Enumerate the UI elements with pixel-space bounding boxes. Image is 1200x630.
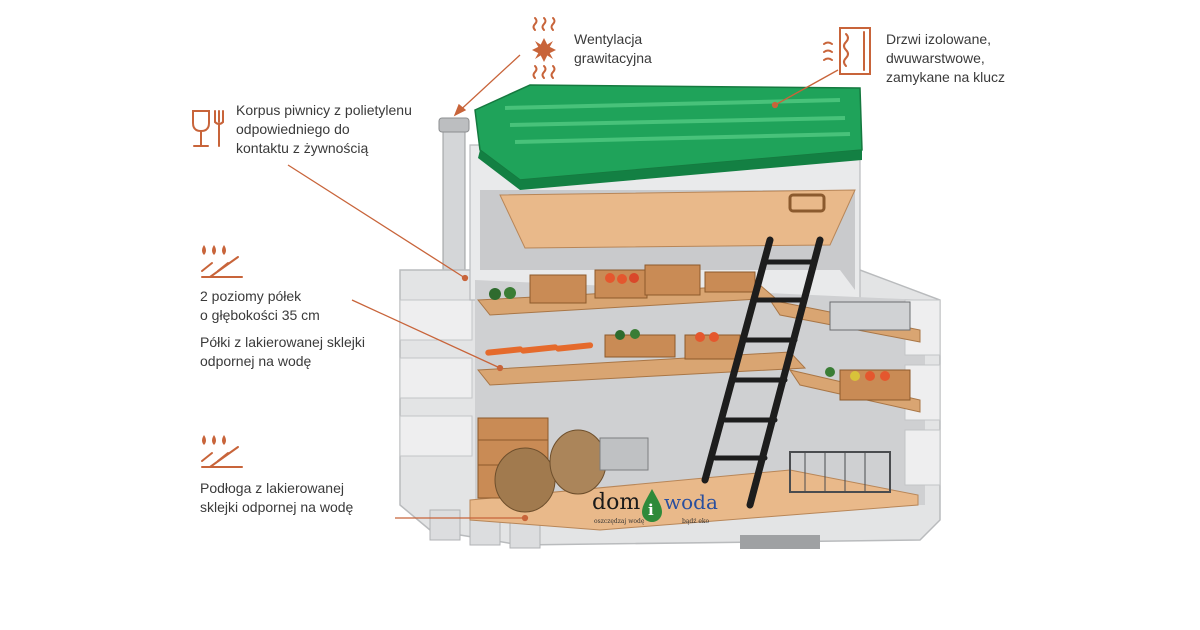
body-label-line: Korpus piwnicy z polietylenu xyxy=(236,102,412,118)
body-label: Korpus piwnicy z polietylenu odpowiednie… xyxy=(236,101,412,158)
shelves-levels-label: 2 poziomy półek o głębokości 35 cm xyxy=(200,287,320,325)
door-label-line: zamykane na klucz xyxy=(886,69,1006,85)
green-lid xyxy=(474,84,863,190)
body-label-line: odpowiedniego do xyxy=(236,121,350,137)
shelves-levels-label-line: o głębokości 35 cm xyxy=(200,307,320,323)
floor xyxy=(469,417,919,531)
insulated-door-icon xyxy=(823,27,871,75)
shelves-material-label: Półki z lakierowanej sklejki odpornej na… xyxy=(200,333,365,371)
logo-dom-text: dom xyxy=(592,490,641,515)
floor-label: Podłoga z lakierowanej sklejki odpornej … xyxy=(200,479,353,517)
domiwoda-logo: dom i woda oszczędzaj wodę bądź eko xyxy=(590,488,720,528)
callout-lines xyxy=(287,54,839,522)
lower-shelf xyxy=(477,329,807,386)
shelves-material-label-line: odpornej na wodę xyxy=(200,353,312,369)
food-safe-glass-fork-icon xyxy=(192,110,224,147)
logo-i-text: i xyxy=(648,501,654,519)
door-hatch xyxy=(499,189,856,249)
side-shelves xyxy=(768,299,921,413)
logo-tagline-right: bądź eko xyxy=(682,518,710,525)
floor-label-line: sklejki odpornej na wodę xyxy=(200,499,354,515)
fan-heat-icon xyxy=(532,17,556,79)
shelves-material-label-line: Półki z lakierowanej sklejki xyxy=(200,334,365,350)
water-drop-icon xyxy=(642,489,662,522)
body-label-line: kontaktu z żywnością xyxy=(236,140,369,156)
ventilation-label-line: Wentylacja xyxy=(574,31,643,47)
logo-tagline-left: oszczędzaj wodę xyxy=(594,518,645,525)
shelves-levels-label-line: 2 poziomy półek xyxy=(200,288,302,304)
ventilation-label-line: grawitacyjna xyxy=(574,50,652,66)
ventilation-label: Wentylacja grawitacyjna xyxy=(574,30,652,68)
door-label-line: Drzwi izolowane, xyxy=(886,31,992,47)
water-resistant-icon xyxy=(201,435,243,468)
ladder xyxy=(701,236,824,509)
water-resistant-icon xyxy=(201,245,243,278)
logo-woda-text: woda xyxy=(664,490,718,514)
ventilation-pipe xyxy=(438,117,470,271)
floor-label-line: Podłoga z lakierowanej xyxy=(200,480,344,496)
door-label: Drzwi izolowane, dwuwarstwowe, zamykane … xyxy=(886,30,1005,87)
door-label-line: dwuwarstwowe, xyxy=(886,50,985,66)
